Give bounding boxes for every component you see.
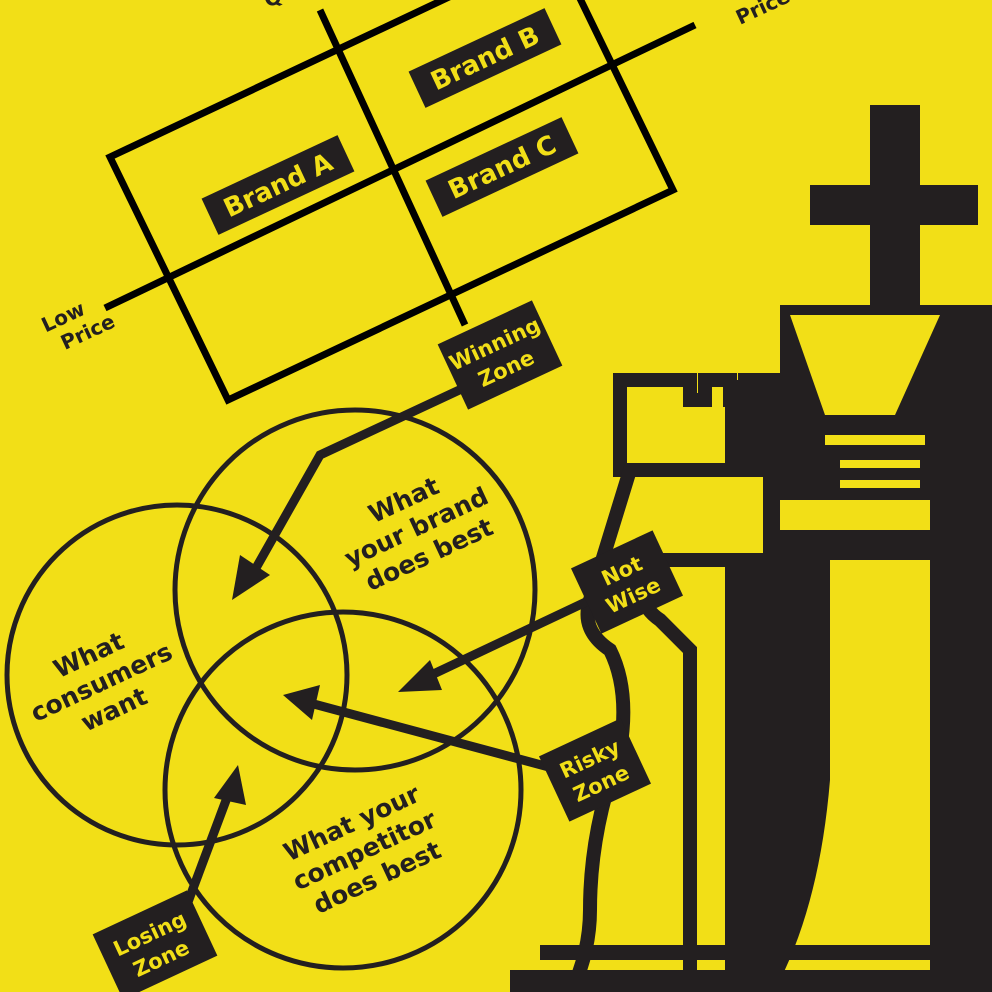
chess-pieces-icon [510,105,992,992]
losing-zone-label: Losing Zone [92,890,218,992]
not-wise-label: Not Wise [571,530,683,634]
positioning-matrix [103,0,697,405]
arrowhead-icons [214,555,442,805]
winning-zone-label: Winning Zone [437,300,563,410]
venn-diagram [4,407,538,971]
zone-arrows [180,380,592,912]
